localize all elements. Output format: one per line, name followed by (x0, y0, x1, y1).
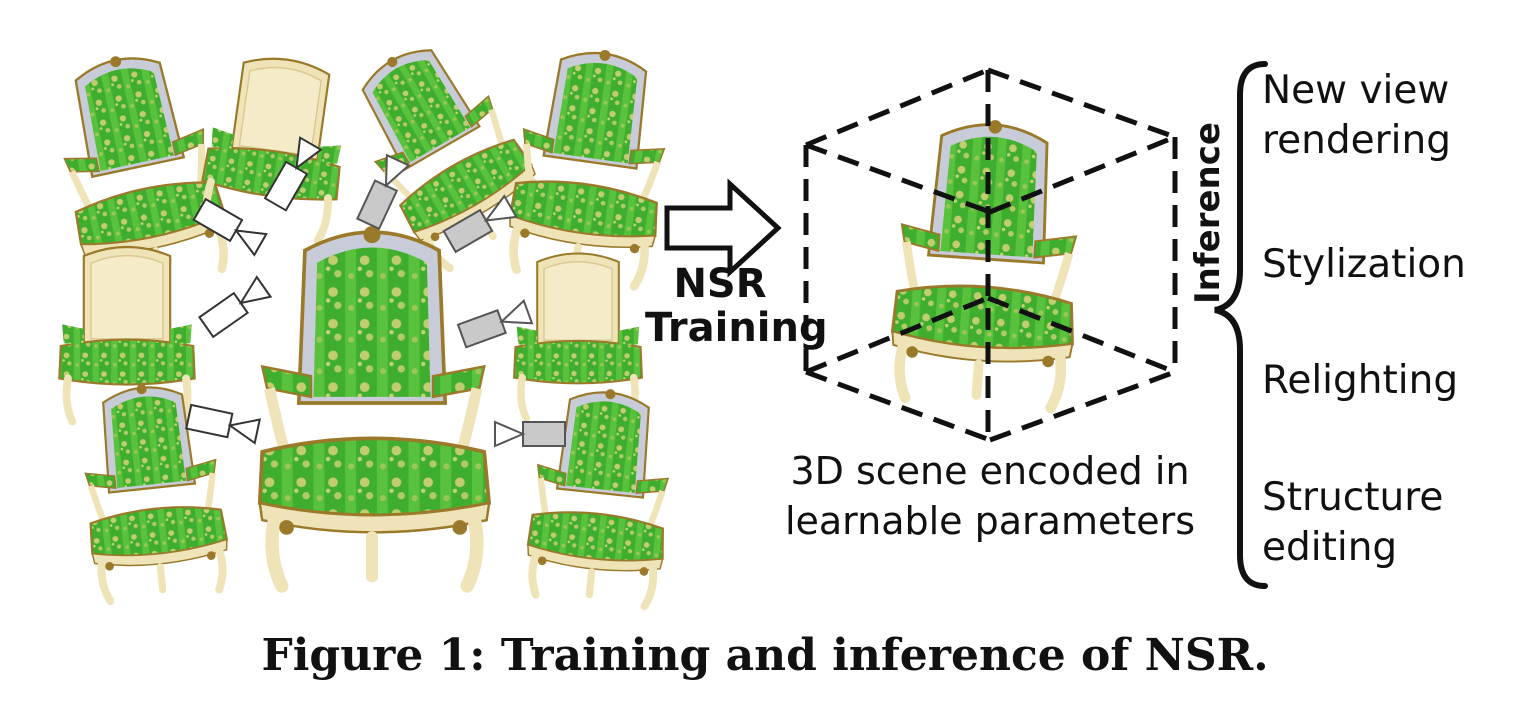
curly-brace (1214, 61, 1268, 589)
scene-caption-line-1: 3D scene encoded in (790, 449, 1190, 493)
camera-icon (198, 276, 272, 338)
inference-item-line: rendering (1262, 118, 1451, 163)
camera-icon (494, 421, 566, 447)
figure-caption: Figure 1: Training and inference of NSR. (261, 630, 1269, 681)
inference-item-structure-editing: Structure editing (1262, 473, 1443, 573)
nsr-label: NSR Training (645, 261, 828, 351)
training-label-line: Training (645, 305, 828, 351)
camera-icon (192, 198, 268, 256)
inference-title: Inference (1188, 122, 1228, 304)
inference-item-relighting: Relighting (1262, 356, 1458, 406)
inference-item-line: Relighting (1262, 358, 1459, 403)
arrow-right-icon (664, 178, 782, 278)
chair-view-center (260, 226, 489, 586)
scene-caption-line-2: learnable parameters (784, 499, 1196, 543)
scene-caption: 3D scene encoded in learnable parameters (740, 446, 1240, 546)
scene-cube (803, 67, 1178, 443)
chair-view-mid-right (514, 254, 642, 419)
inference-item-line: Structure (1262, 475, 1444, 520)
multi-view-images (44, 23, 680, 608)
chair-view-bottom-right (523, 382, 680, 607)
inference-item-stylization: Stylization (1262, 240, 1466, 290)
chair-view-top-right (503, 40, 680, 288)
inference-item-new-view-rendering: New view rendering (1262, 66, 1451, 166)
inference-item-line: editing (1262, 525, 1398, 570)
inference-item-line: Stylization (1262, 242, 1466, 287)
camera-icon (185, 403, 261, 445)
inference-item-line: New view (1262, 68, 1450, 113)
nsr-label-line: NSR (673, 261, 767, 307)
